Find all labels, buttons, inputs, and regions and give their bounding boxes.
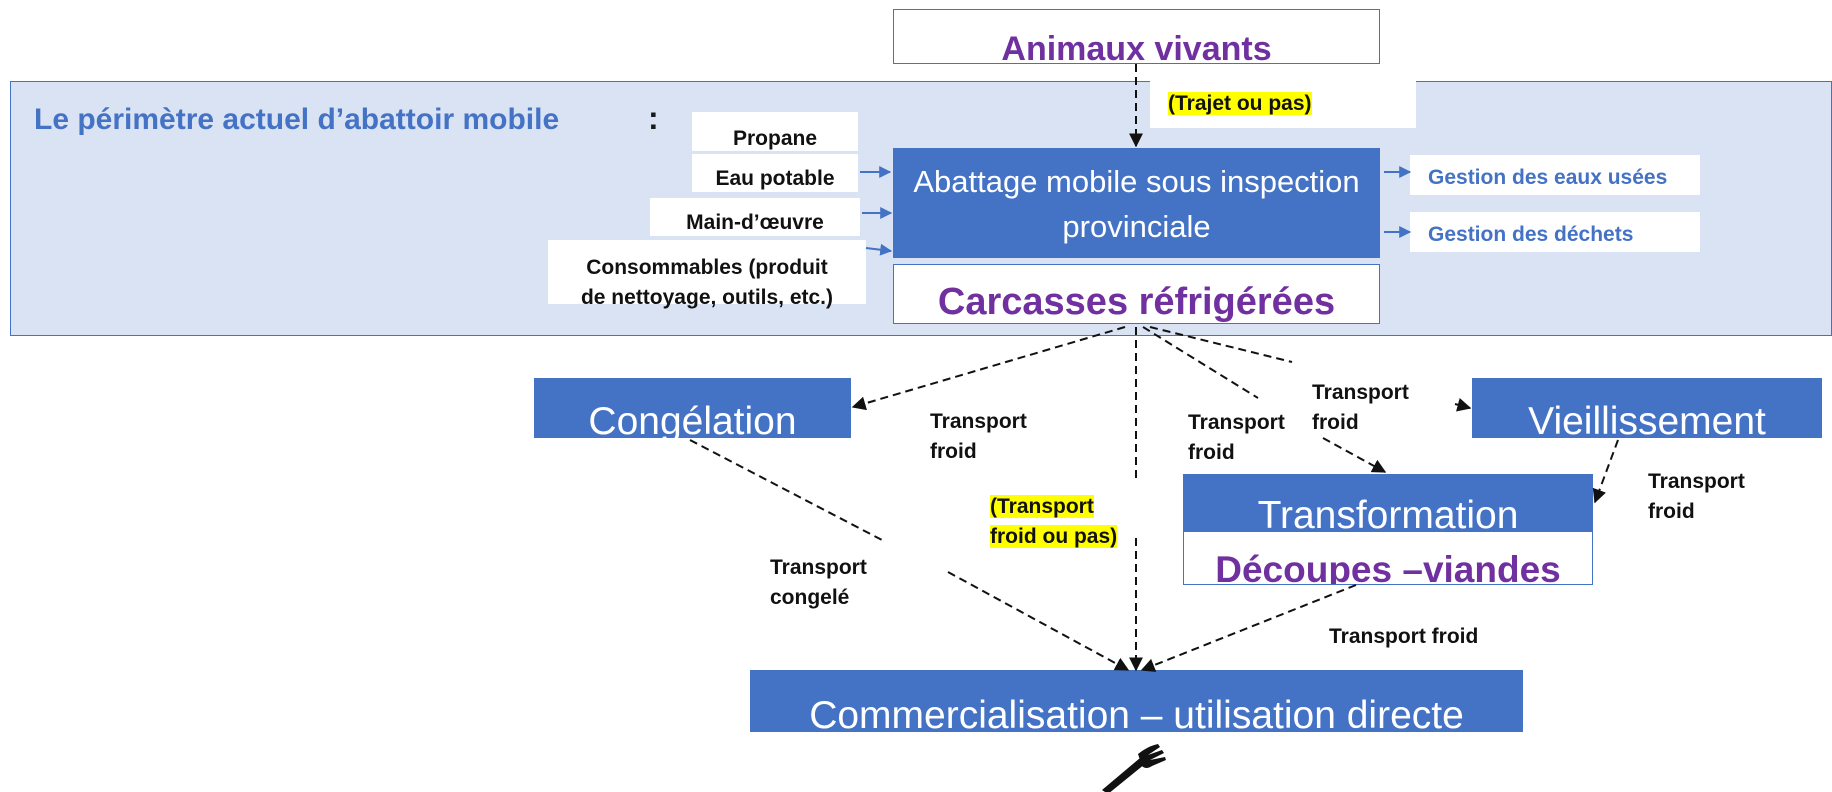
node-transformation: Transformation — [1183, 474, 1593, 531]
node-animaux-vivants: Animaux vivants — [893, 9, 1380, 64]
output-dechets: Gestion des déchets — [1410, 212, 1700, 252]
input-eau-potable: Eau potable — [692, 154, 858, 192]
arrow-carcasses-to-transformation-a — [1142, 326, 1259, 399]
arrow-consommables-in — [865, 243, 893, 256]
output-eaux-usees: Gestion des eaux usées — [1410, 155, 1700, 195]
node-decoupes-viandes: Découpes –viandes — [1183, 531, 1593, 585]
label-transport-froid-decoupes: Transport froid — [1329, 625, 1479, 648]
arrow-decoupes-to-commercialisation — [1140, 584, 1357, 672]
label-transport-froid-vieillissement: Transport froid — [1312, 381, 1409, 434]
perimeter-title: Le périmètre actuel d’abattoir mobile — [34, 103, 560, 136]
label-transport-congele: Transport congelé — [770, 556, 867, 609]
node-carcasses-refrigerees: Carcasses réfrigérées — [893, 264, 1380, 324]
perimeter-colon: : — [648, 100, 659, 136]
label-transport-froid-transformation: Transport froid — [1188, 411, 1285, 464]
arrow-vieillissement-to-transformation — [1592, 439, 1619, 504]
label-transport-froid-vieil-transfo: Transport froid — [1648, 470, 1745, 523]
arrow-carcasses-to-vieillissement-b — [1454, 397, 1472, 412]
input-main-doeuvre: Main-d’œuvre — [650, 198, 860, 236]
node-commercialisation: Commercialisation – utilisation directe — [750, 670, 1523, 732]
arrow-congelation-to-commercialisation-a — [689, 439, 883, 541]
node-congelation: Congélation — [534, 378, 851, 438]
label-transport-froid-congelation: Transport froid — [930, 410, 1027, 463]
arrow-carcasses-to-transformation-b — [1322, 437, 1387, 473]
input-propane: Propane — [692, 112, 858, 151]
node-vieillissement: Vieillissement — [1472, 378, 1822, 438]
fork-icon — [1102, 744, 1166, 792]
trajet-label: (Trajet ou pas) — [1168, 92, 1312, 115]
label-transport-froid-ou-pas: (Transport froid ou pas) — [990, 495, 1118, 548]
node-abattage-mobile: Abattage mobile sous inspection provinci… — [893, 148, 1380, 258]
node-animaux-vivants-label: Animaux vivants — [1001, 30, 1272, 64]
arrow-congelation-to-commercialisation-b — [947, 571, 1130, 671]
arrow-carcasses-to-congelation — [851, 326, 1126, 411]
input-consommables: Consommables (produit de nettoyage, outi… — [548, 240, 866, 309]
arrow-carcasses-to-vieillissement-a — [1149, 326, 1293, 363]
